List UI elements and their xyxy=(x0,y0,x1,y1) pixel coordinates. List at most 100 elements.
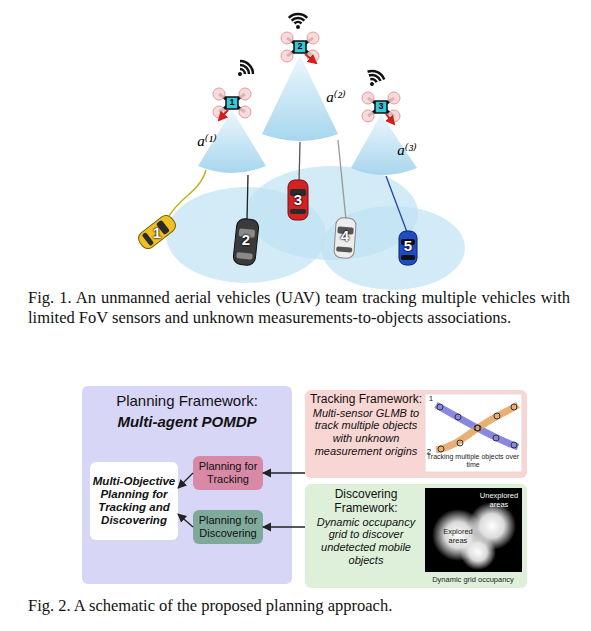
action-arrow xyxy=(305,54,316,63)
uav-body xyxy=(375,101,387,113)
node-body: Dynamic occupancy grid to discover undet… xyxy=(309,516,423,567)
car-window xyxy=(290,189,306,196)
car-body xyxy=(399,231,417,265)
figure-caption: Fig. 2. A schematic of the proposed plan… xyxy=(28,596,570,616)
car-window xyxy=(336,246,352,252)
uav-arm xyxy=(287,38,313,56)
track-band xyxy=(436,405,518,450)
car-body xyxy=(334,217,357,258)
coverage-ellipse xyxy=(321,206,465,290)
wifi-arc xyxy=(289,14,307,18)
node-body: Multi-agent POMDP xyxy=(117,413,256,430)
track-marker xyxy=(457,440,463,446)
uav-rotor xyxy=(362,110,374,122)
occupancy-image xyxy=(425,488,522,572)
node-heading: Multi-Objective Planning for Tracking an… xyxy=(92,475,176,528)
node-body: Multi-sensor GLMB to track multiple obje… xyxy=(309,407,423,458)
wifi-arc xyxy=(240,68,246,74)
object-number: 4 xyxy=(341,228,349,245)
track-marker xyxy=(511,404,517,410)
fov-cone xyxy=(198,110,266,173)
process-box: Planning for Discovering xyxy=(193,510,263,544)
explored-blob xyxy=(460,534,496,570)
figure-caption: Fig. 1. An unmanned aerial vehicles (UAV… xyxy=(28,288,570,328)
arrow-connector xyxy=(263,526,305,527)
action-arrow xyxy=(219,110,228,120)
action-label: a⁽³⁾ xyxy=(397,142,416,159)
uav-arm xyxy=(219,94,245,112)
track-band xyxy=(436,405,518,447)
wifi-arc xyxy=(370,78,377,82)
action-label: a⁽¹⁾ xyxy=(197,133,216,150)
track-marker xyxy=(474,425,480,431)
car-window xyxy=(401,255,415,260)
explored-blob xyxy=(468,502,516,550)
car-window xyxy=(142,232,155,246)
measurement-line xyxy=(247,175,248,220)
measurement-line xyxy=(299,142,300,184)
object-number: 1 xyxy=(153,225,161,242)
objective-box: Multi-Objective Planning for Tracking an… xyxy=(90,462,178,540)
wifi-icon xyxy=(232,58,256,82)
measurement-line xyxy=(386,176,407,232)
wifi-dot xyxy=(296,25,300,29)
uav-body xyxy=(226,97,238,109)
uav-arm xyxy=(287,38,313,56)
uav-arm xyxy=(219,94,245,112)
car-symbol xyxy=(136,213,179,252)
object-number: 3 xyxy=(294,192,302,209)
car-window xyxy=(401,239,415,245)
wifi-arc xyxy=(240,63,251,74)
node-heading: Tracking Framework: xyxy=(309,393,423,407)
uav-number: 1 xyxy=(229,98,234,108)
coverage-ellipse xyxy=(246,166,418,260)
uav-arm xyxy=(368,98,394,116)
track-marker xyxy=(493,435,499,441)
uav-symbol xyxy=(213,88,251,120)
uav-rotor xyxy=(239,106,251,118)
node-heading: Planning for Discovering xyxy=(194,514,262,539)
coverage-ellipse xyxy=(166,187,326,283)
node-heading: Discovering Framework: xyxy=(309,488,423,516)
arrow-connector xyxy=(178,473,193,488)
car-symbol xyxy=(233,218,260,266)
track-marker xyxy=(475,425,481,431)
object-number: 5 xyxy=(404,238,412,255)
fov-cone xyxy=(351,114,417,175)
node-heading: Planning for Tracking xyxy=(194,460,262,485)
car-window xyxy=(156,220,170,235)
uav-symbol xyxy=(281,32,319,63)
track-marker xyxy=(438,446,444,452)
car-body xyxy=(288,180,308,220)
object-number: 2 xyxy=(242,232,250,249)
track-marker xyxy=(494,413,500,419)
uav-rotor xyxy=(281,50,293,62)
wifi-arc xyxy=(292,18,305,21)
uav-rotor xyxy=(388,110,400,122)
car-symbol xyxy=(288,180,308,220)
car-window xyxy=(236,252,253,260)
uav-rotor xyxy=(307,32,319,44)
wifi-arc xyxy=(368,68,386,79)
framework-box: Planning Framework:Multi-agent POMDPMult… xyxy=(82,386,292,584)
uav-number: 2 xyxy=(297,42,302,52)
track-marker xyxy=(437,404,443,410)
car-symbol xyxy=(334,217,357,258)
uav-symbol xyxy=(362,92,400,124)
uav-rotor xyxy=(239,88,251,100)
wifi-arc xyxy=(369,73,382,81)
track-marker xyxy=(455,414,461,420)
tracking-image xyxy=(425,394,522,472)
action-arrow xyxy=(386,114,394,124)
uav-rotor xyxy=(362,92,374,104)
fov-cone xyxy=(262,55,338,141)
wifi-icon xyxy=(289,14,307,29)
arrow-connector xyxy=(263,472,305,473)
measurement-line xyxy=(168,170,206,218)
framework-box: Discovering Framework:Dynamic occupancy … xyxy=(305,484,527,588)
car-body xyxy=(136,213,179,252)
wifi-dot xyxy=(237,71,243,77)
explored-blob xyxy=(432,509,484,561)
car-window xyxy=(290,209,306,214)
